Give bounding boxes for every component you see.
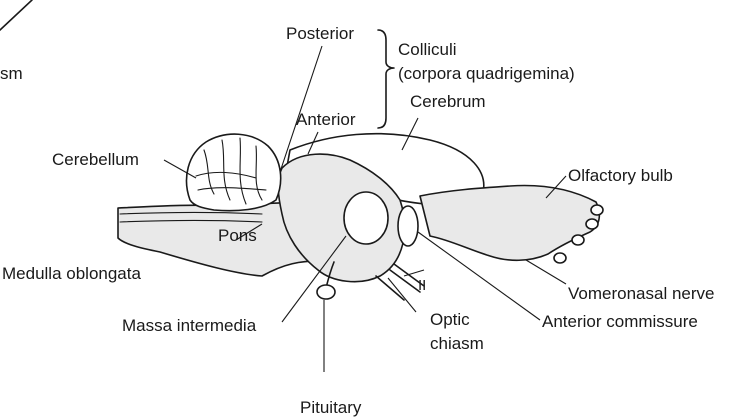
label-cerebellum: Cerebellum bbox=[52, 150, 139, 169]
label-pons: Pons bbox=[218, 226, 257, 245]
label-colliculi-line1: Colliculi bbox=[398, 40, 457, 59]
label-optic-line1: Optic bbox=[430, 310, 470, 329]
label-anterior: Anterior bbox=[296, 110, 356, 129]
anterior-commissure-shape bbox=[397, 205, 419, 247]
label-colliculi-line2: (corpora quadrigemina) bbox=[398, 64, 575, 83]
pituitary-shape bbox=[316, 284, 336, 300]
label-vomeronasal-nerve: Vomeronasal nerve bbox=[568, 284, 715, 303]
massa-intermedia-shape bbox=[343, 191, 389, 245]
cerebellum-shape bbox=[185, 133, 282, 212]
olfactory-bulb-shape bbox=[419, 184, 601, 262]
label-posterior: Posterior bbox=[286, 24, 355, 43]
label-olfactory-bulb: Olfactory bulb bbox=[568, 166, 673, 185]
cropped-line bbox=[0, 0, 33, 31]
label-cerebrum: Cerebrum bbox=[410, 92, 486, 111]
label-medulla-oblongata: Medulla oblongata bbox=[2, 264, 141, 283]
label-cropped-left: sm bbox=[0, 64, 23, 83]
label-optic-line2: chiasm bbox=[430, 334, 484, 353]
label-anterior-commissure: Anterior commissure bbox=[542, 312, 698, 331]
diencephalon-shape bbox=[277, 153, 406, 283]
label-nerve-ii: II bbox=[418, 277, 427, 294]
label-massa-intermedia: Massa intermedia bbox=[122, 316, 257, 335]
label-pituitary: Pituitary bbox=[300, 398, 362, 417]
